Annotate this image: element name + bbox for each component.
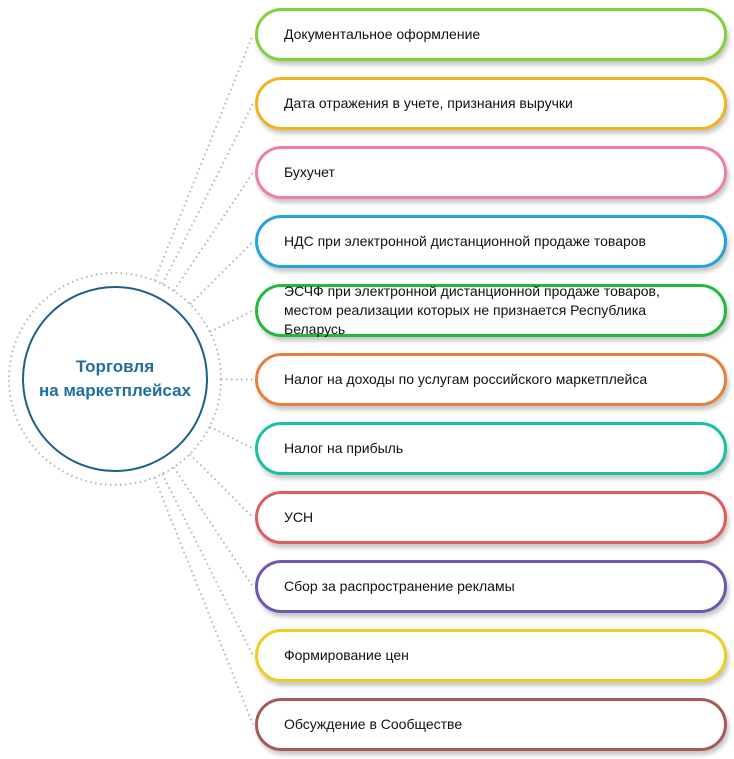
hub-title-line-2: на маркетплейсах <box>38 381 192 400</box>
connector-line <box>209 309 254 333</box>
topic-income-tax-russian-marketplace[interactable]: Налог на доходы по услугам российского м… <box>255 353 727 406</box>
connectors <box>153 34 254 725</box>
topic-label: Обсуждение в Сообществе <box>284 716 463 732</box>
topic-label: ЭСЧФ при электронной дистанционной прода… <box>284 283 660 337</box>
hub-circle: Торговля на маркетплейсах <box>22 286 208 472</box>
topic-label: Сбор за распространение рекламы <box>284 578 515 594</box>
hub-title-line-1: Торговля <box>75 357 155 376</box>
connector-line <box>153 34 254 281</box>
connector-line <box>153 477 254 725</box>
topic-usn[interactable]: УСН <box>255 491 727 544</box>
topic-documentation[interactable]: Документальное оформление <box>255 8 727 61</box>
topic-revenue-date[interactable]: Дата отражения в учете, признания выручк… <box>255 77 727 130</box>
topic-advertising-fee[interactable]: Сбор за распространение рекламы <box>255 560 727 613</box>
topic-label: Налог на доходы по услугам российского м… <box>284 371 648 387</box>
connector-line <box>189 453 254 519</box>
hub-title: Торговля на маркетплейсах <box>35 355 195 403</box>
connector-line <box>209 425 254 450</box>
connector-line <box>189 240 254 305</box>
connector-line <box>172 466 254 588</box>
topic-label: Документальное оформление <box>284 26 481 42</box>
connector-line <box>161 103 254 285</box>
topic-vat-distance-sales[interactable]: НДС при электронной дистанционной продаж… <box>255 215 727 268</box>
topic-accounting[interactable]: Бухучет <box>255 146 727 199</box>
topic-label: Формирование цен <box>284 647 409 663</box>
topic-esi-invoice[interactable]: ЭСЧФ при электронной дистанционной прода… <box>255 283 727 337</box>
connector-line <box>173 171 254 292</box>
topic-label: Налог на прибыль <box>284 440 404 456</box>
topic-label: УСН <box>284 509 314 525</box>
topic-label: Бухучет <box>284 164 335 180</box>
connector-line <box>161 473 254 656</box>
topic-label: Дата отражения в учете, признания выручк… <box>284 95 573 111</box>
topic-pricing[interactable]: Формирование цен <box>255 629 727 682</box>
topic-profit-tax[interactable]: Налог на прибыль <box>255 422 727 475</box>
hub-dotted-ring <box>8 272 222 486</box>
topic-label: НДС при электронной дистанционной продаж… <box>284 233 646 249</box>
topic-community-discussion[interactable]: Обсуждение в Сообществе <box>255 698 727 751</box>
